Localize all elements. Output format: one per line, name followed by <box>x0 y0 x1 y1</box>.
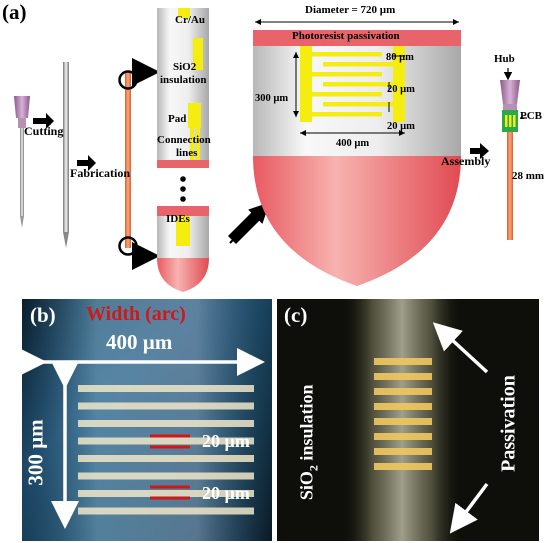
assembly-arrow-icon <box>470 143 489 159</box>
electrode-finger <box>78 490 254 497</box>
hub-label: Hub <box>494 53 515 65</box>
raw-needle-illustration <box>14 96 30 228</box>
cutting-arrow-icon <box>33 113 54 129</box>
pcb-label: PCB <box>520 110 542 122</box>
electrode-finger <box>78 437 254 445</box>
electrode-finger <box>374 433 432 440</box>
panel-a-letter: (a) <box>2 0 27 24</box>
microscope-image-b <box>19 299 272 541</box>
needle-segment-tip <box>157 206 209 292</box>
assembled-device-illustration <box>500 68 527 240</box>
electrode-finger <box>78 455 254 462</box>
electrode-finger <box>78 402 254 410</box>
pad-label: Pad <box>168 113 187 125</box>
fabricated-needle-illustration <box>118 70 138 256</box>
connection-lines-label-2: lines <box>176 147 198 159</box>
electrode-finger <box>374 448 432 455</box>
width-value-label: 400 µm <box>106 330 173 354</box>
electrode-finger <box>374 373 432 380</box>
enlarge-arrow-icon <box>228 202 270 244</box>
panel-c-letter: (c) <box>284 303 308 327</box>
needle-segment-top <box>157 8 209 168</box>
ellipsis-dots <box>180 176 186 202</box>
enlarged-tip-illustration <box>253 19 461 286</box>
gap-20-label-1: 20 µm <box>202 431 250 451</box>
electrode-finger <box>374 388 432 395</box>
electrode-finger <box>78 472 254 480</box>
layer-cr-au-label: Cr/Au <box>175 14 205 26</box>
fabrication-arrow-icon <box>77 155 96 171</box>
electrode-finger <box>374 463 432 470</box>
ides-label: IDEs <box>166 213 190 225</box>
zoom-arrow-top-icon <box>131 58 160 87</box>
height-value-label: 300 µm <box>23 419 48 486</box>
electrode-finger <box>374 418 432 425</box>
dim-20-label-2: 20 µm <box>387 121 415 132</box>
electrode-finger <box>374 403 432 410</box>
photoresist-label: Photoresist passivation <box>292 30 400 42</box>
connection-lines-label: Connection <box>157 134 211 146</box>
width-arc-label: Width (arc) <box>86 303 186 325</box>
electrode-finger <box>374 358 432 365</box>
step-cutting-label: Cutting <box>24 124 64 138</box>
electrode-finger <box>78 385 254 392</box>
panel-b-letter: (b) <box>30 303 56 327</box>
length-label: 28 mm <box>512 170 545 182</box>
dim-400-label: 400 µm <box>336 138 370 149</box>
electrode-finger <box>78 420 254 427</box>
dim-80-label: 80 µm <box>386 52 414 63</box>
ide-electrode <box>300 46 405 122</box>
cut-needle-illustration <box>63 62 69 248</box>
layer-sio2-label: SiO2 <box>173 61 197 73</box>
diameter-label: Diameter = 720 µm <box>305 4 396 16</box>
layer-sio2-label-2: insulation <box>160 74 207 86</box>
sio2-insulation-label: SiO2 insulation <box>296 384 321 501</box>
dim-20-label-1: 20 µm <box>387 84 415 95</box>
zoom-arrow-bottom-icon <box>131 241 160 270</box>
passivation-label: Passivation <box>497 375 520 472</box>
step-assembly-label: Assembly <box>441 154 491 168</box>
gap-20-label-2: 20 µm <box>202 483 250 503</box>
step-fabrication-label: Fabrication <box>70 166 130 180</box>
microscope-image-c <box>277 299 539 541</box>
electrode-finger <box>78 507 254 515</box>
dim-300-label: 300 µm <box>255 93 289 104</box>
